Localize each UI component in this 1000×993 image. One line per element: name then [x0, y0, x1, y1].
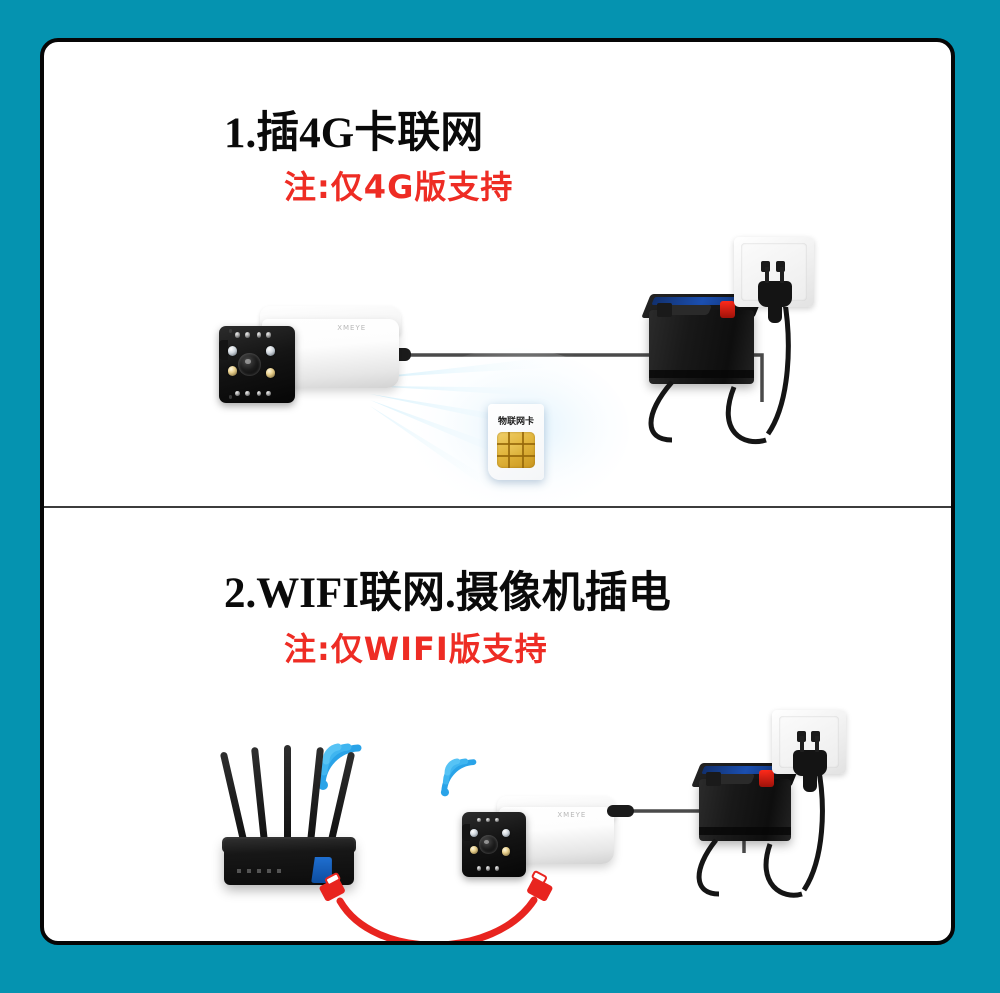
battery-terminal-black: [706, 772, 722, 786]
wifi-signal-camera: [436, 754, 480, 798]
camera-small-led: [256, 332, 262, 338]
camera-small-led: [235, 390, 240, 397]
section-wifi: 2.WIFI联网.摄像机插电 注:仅WIFI版支持: [44, 508, 951, 941]
camera-lens-icon: [478, 834, 498, 855]
router-antenna: [284, 745, 291, 843]
camera-led: [469, 845, 478, 855]
wall-socket-wifi: [772, 710, 846, 792]
camera-front-face: [218, 326, 295, 403]
section-4g: 1.插4G卡联网 注:仅4G版支持: [44, 42, 951, 512]
camera-small-led: [495, 866, 500, 871]
wifi-signal-icon: [440, 758, 477, 797]
section-wifi-subtitle: 注:仅WIFI版支持: [284, 630, 548, 668]
camera-small-led: [477, 866, 482, 871]
power-plug-icon: [793, 736, 827, 792]
battery-loop-cables-wifi: [696, 765, 825, 898]
camera-led: [469, 829, 478, 838]
battery-body: [699, 779, 791, 841]
section-4g-subtitle: 注:仅4G版支持: [284, 168, 514, 206]
camera-led: [265, 346, 276, 357]
camera-small-led: [266, 390, 271, 397]
camera-wifi: XMEYE: [454, 794, 616, 886]
camera-small-led: [235, 332, 240, 338]
camera-small-led: [486, 866, 491, 871]
sim-card: 物联网卡: [488, 404, 544, 480]
camera-small-led: [477, 817, 482, 823]
camera-small-led: [486, 817, 491, 823]
camera-led: [227, 366, 238, 377]
camera-screw: [229, 329, 233, 333]
battery-4g: [641, 294, 764, 384]
battery-terminal-red: [759, 770, 775, 787]
camera-screw: [229, 395, 233, 399]
camera-logo: XMEYE: [337, 324, 367, 333]
wall-socket-4g: [734, 237, 814, 323]
camera-visor: [218, 339, 228, 360]
camera-led: [501, 829, 510, 838]
camera-front-face: [462, 812, 526, 877]
sim-chip-icon: [497, 432, 535, 468]
camera-4g: XMEYE: [209, 304, 401, 414]
instruction-panel: 1.插4G卡联网 注:仅4G版支持: [40, 38, 955, 945]
camera-small-led: [495, 817, 500, 823]
section-divider: [44, 506, 951, 508]
camera-visor: [462, 823, 470, 841]
sim-card-label: 物联网卡: [497, 417, 534, 427]
battery-loop-cables-4g: [648, 296, 791, 445]
section-4g-title: 1.插4G卡联网: [224, 110, 484, 157]
battery-terminal-black: [657, 303, 673, 317]
camera-led: [501, 847, 510, 856]
router-status-leds: [237, 869, 284, 873]
camera-small-led: [256, 390, 262, 397]
power-plug-icon: [758, 267, 792, 323]
camera-lens-icon: [238, 352, 262, 377]
rj45-connector-icon: [527, 870, 553, 902]
battery-wifi: [691, 763, 801, 841]
wifi-signal-router: [312, 738, 366, 792]
camera-led: [265, 367, 276, 378]
battery-terminal-red: [720, 301, 736, 318]
sim-beam-group: 物联网卡: [364, 342, 634, 522]
camera-led: [227, 346, 238, 357]
camera-small-led: [266, 332, 271, 338]
camera-logo: XMEYE: [557, 810, 587, 819]
wifi-signal-icon: [318, 743, 362, 790]
battery-body: [649, 310, 754, 384]
camera-small-led: [245, 390, 250, 397]
router-blue-panel: [311, 857, 332, 883]
section-wifi-title: 2.WIFI联网.摄像机插电: [224, 570, 671, 617]
camera-small-led: [245, 332, 250, 338]
ethernet-cable-red: [319, 870, 553, 941]
rj45-connector-icon: [319, 872, 345, 902]
